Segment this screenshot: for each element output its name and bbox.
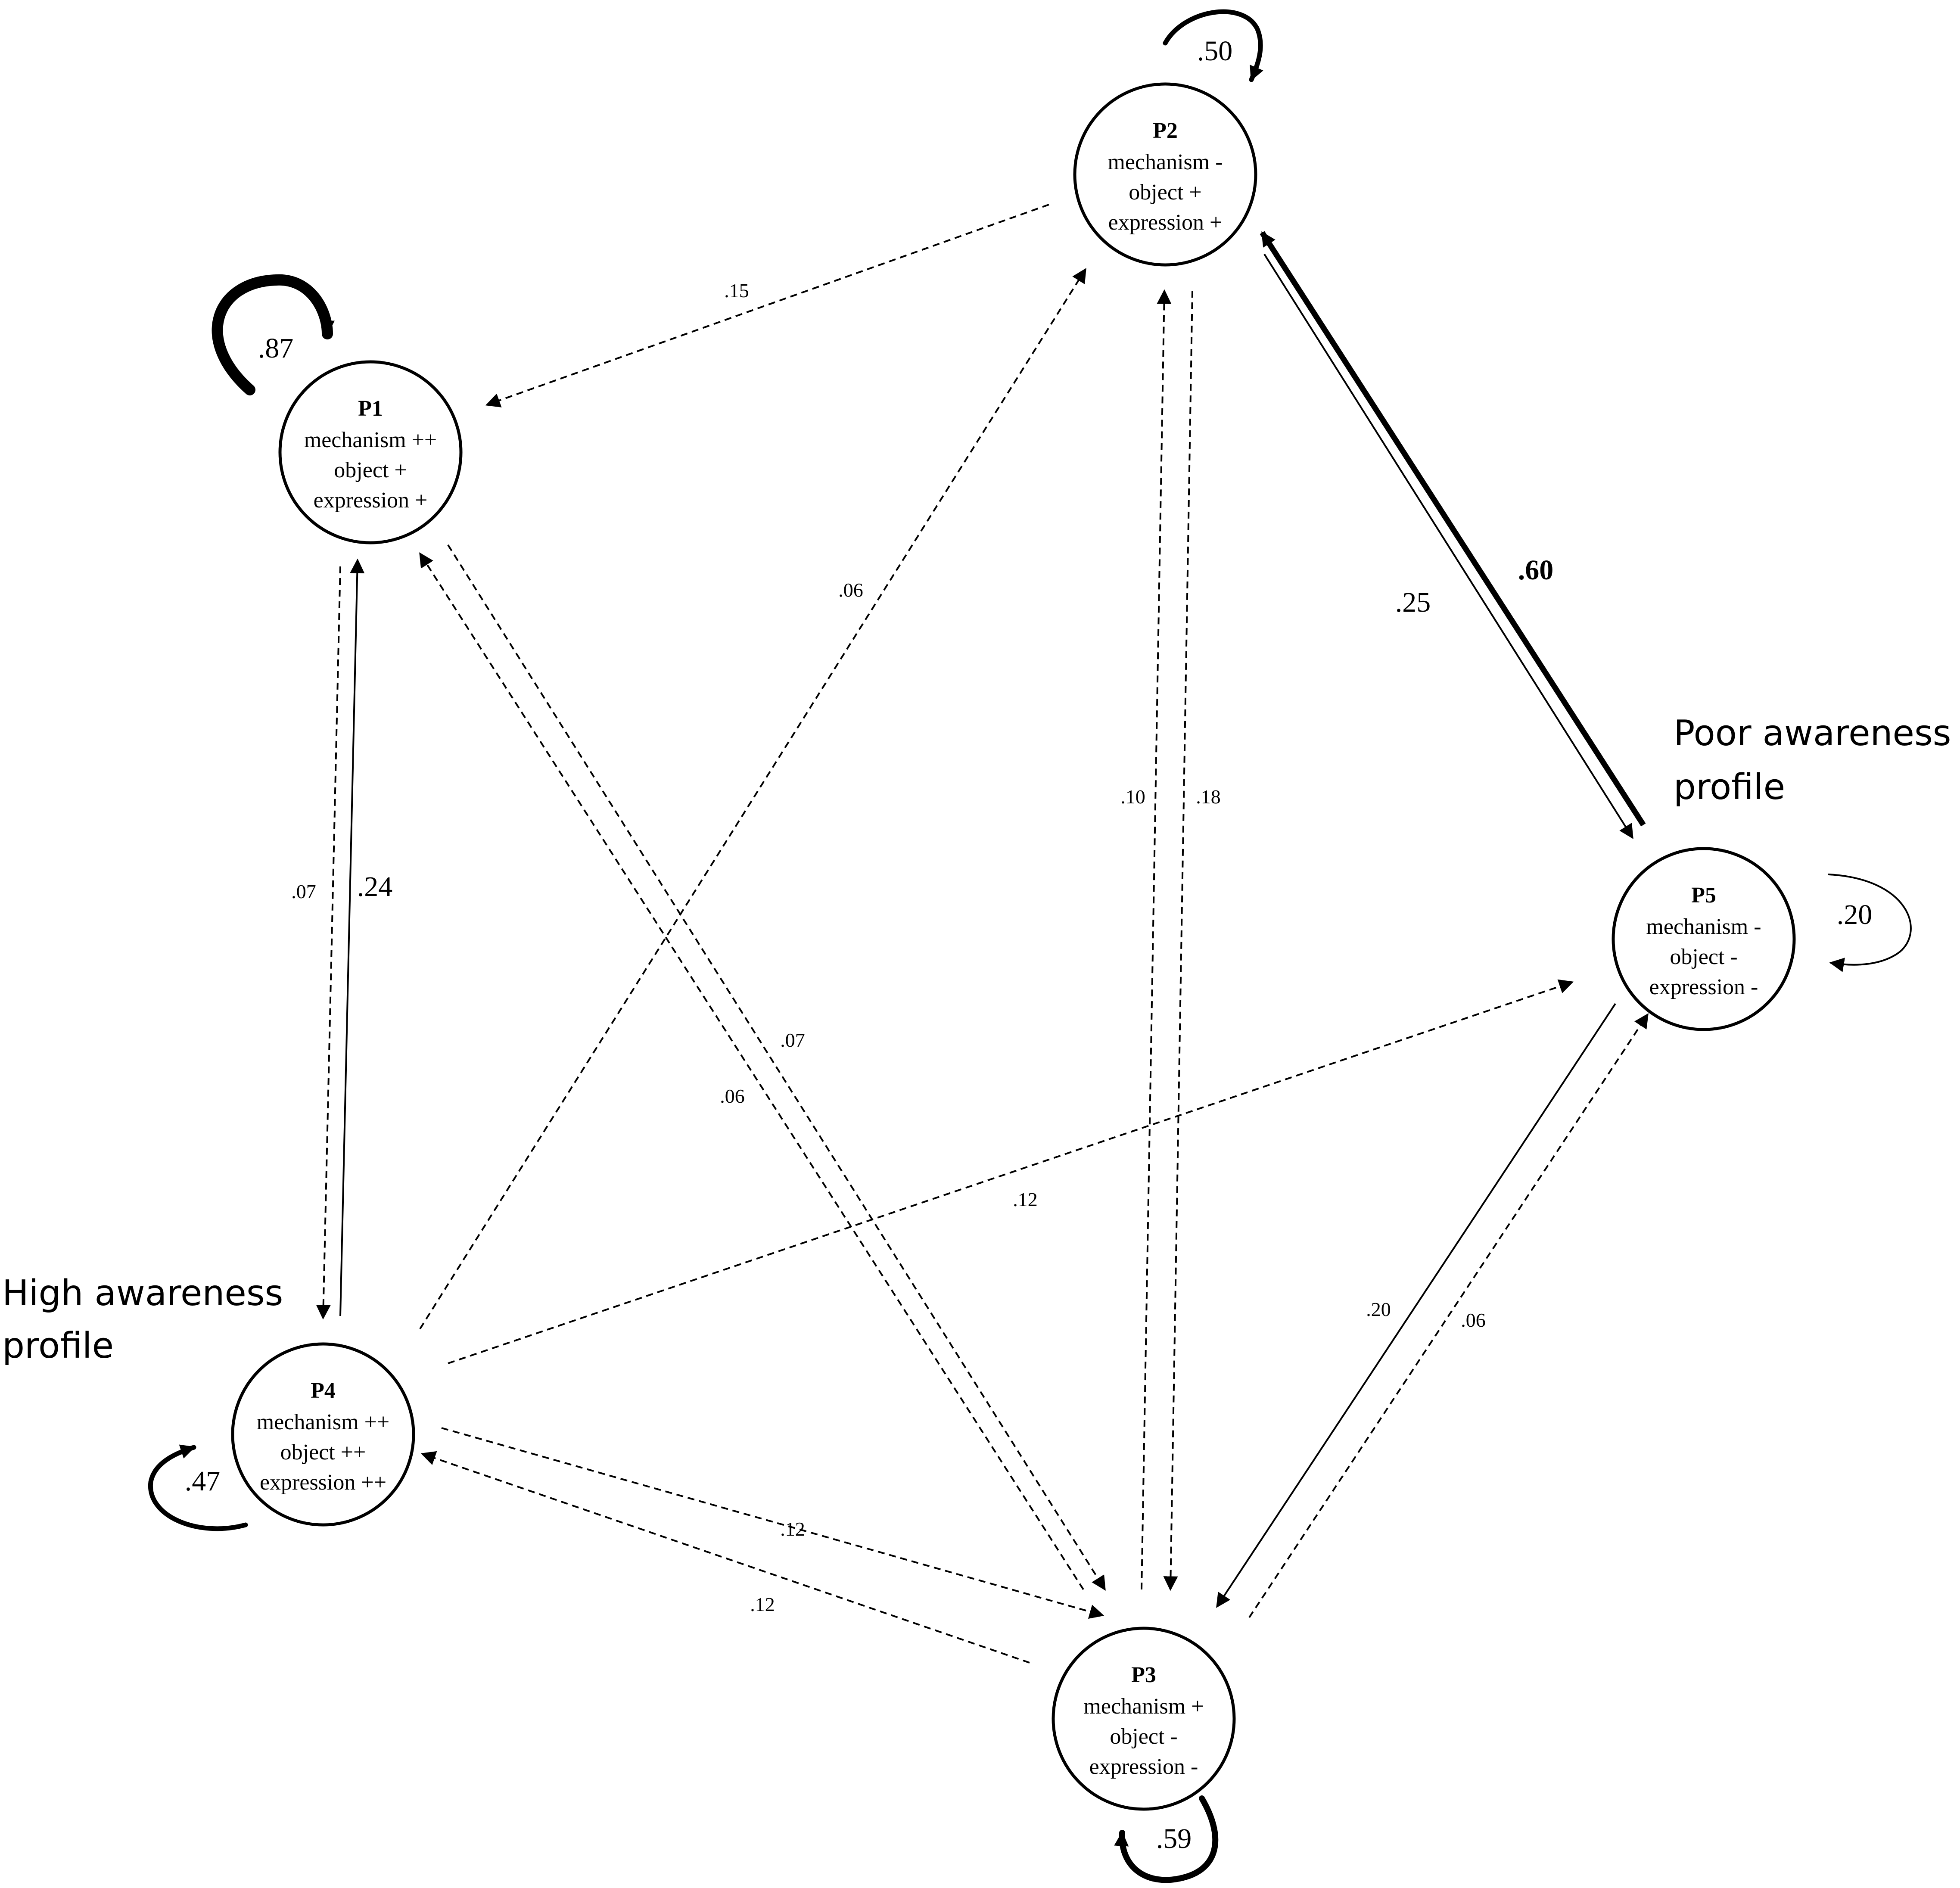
edge-label-p3-to-p5: .06 bbox=[1461, 1309, 1486, 1331]
high-awareness-label: High awareness profile bbox=[2, 1273, 294, 1366]
edge-p2-to-p5 bbox=[1263, 253, 1633, 839]
high-awareness-label-line-1: High awareness bbox=[2, 1273, 283, 1314]
node-attribute: object - bbox=[1110, 1724, 1177, 1749]
node-title: P3 bbox=[1131, 1663, 1156, 1687]
self-loop-p1 bbox=[212, 274, 335, 395]
node-attribute: expression ++ bbox=[260, 1470, 386, 1495]
edge-label-p2-to-p1: .15 bbox=[724, 280, 749, 302]
poor-awareness-label-line-1: Poor awareness bbox=[1674, 713, 1951, 754]
node-title: P5 bbox=[1691, 883, 1716, 908]
edge-label-p3-to-p2: .10 bbox=[1120, 786, 1145, 808]
edge-label-p3-to-p1: .06 bbox=[720, 1085, 745, 1107]
node-attribute: object + bbox=[1129, 180, 1201, 205]
node-attribute: expression + bbox=[1108, 210, 1223, 235]
edge-p3-to-p4 bbox=[420, 1451, 1030, 1664]
self-loops bbox=[148, 9, 1912, 1883]
edge-p1-to-p3 bbox=[447, 544, 1106, 1591]
node-attribute: mechanism - bbox=[1108, 150, 1223, 174]
edge-label-p4-to-p1: .24 bbox=[357, 871, 393, 902]
node-attribute: mechanism ++ bbox=[257, 1410, 389, 1434]
transition-labels: .15 .06 .10 .18 .25 .60 .07 .24 .07 .06 .12 .12 .12.… bbox=[185, 35, 1873, 1854]
self-loop-label-p2: .50 bbox=[1197, 35, 1233, 67]
profile-nodes: P1 mechanism ++ object + expression + P2 mech… bbox=[231, 82, 1796, 1811]
edge-p5-to-p3 bbox=[1216, 1003, 1616, 1608]
edge-label-p3-to-p4: .12 bbox=[750, 1593, 775, 1615]
edge-label-p1-to-p4: .07 bbox=[291, 880, 316, 902]
poor-awareness-label-line-2: profile bbox=[1674, 767, 1785, 808]
node-circle-p5 bbox=[1612, 847, 1796, 1031]
edge-label-p4-to-p2: .06 bbox=[838, 579, 863, 601]
edge-label-p2-to-p3: .18 bbox=[1196, 786, 1221, 808]
node-attribute: object - bbox=[1670, 945, 1737, 969]
self-loop-label-p4: .47 bbox=[185, 1465, 221, 1497]
edge-p4-to-p3 bbox=[441, 1427, 1104, 1619]
edge-label-p5-to-p2: .60 bbox=[1518, 554, 1554, 586]
node-p5: P5 mechanism - object - expression - bbox=[1612, 847, 1796, 1031]
edge-p4-to-p5 bbox=[448, 979, 1574, 1364]
node-title: P1 bbox=[358, 396, 383, 421]
node-circle-p3 bbox=[1052, 1627, 1236, 1811]
poor-awareness-label: Poor awareness profile bbox=[1674, 713, 1960, 808]
node-attribute: mechanism - bbox=[1646, 914, 1761, 939]
node-title: P4 bbox=[311, 1378, 336, 1403]
node-circle-p4 bbox=[231, 1342, 415, 1527]
node-attribute: object ++ bbox=[280, 1440, 366, 1465]
self-loop-label-p5: .20 bbox=[1837, 899, 1873, 930]
node-p1: P1 mechanism ++ object + expression + bbox=[278, 360, 463, 544]
edge-p3-to-p2 bbox=[1141, 289, 1172, 1590]
high-awareness-label-line-2: profile bbox=[2, 1325, 114, 1366]
edge-p3-to-p5 bbox=[1248, 1013, 1649, 1618]
node-circle-p2 bbox=[1073, 82, 1257, 267]
edge-p1-to-p4 bbox=[316, 566, 341, 1320]
self-loop-label-p3: .59 bbox=[1156, 1823, 1192, 1854]
self-loop-label-p1: .87 bbox=[258, 333, 294, 364]
edge-p3-to-p1 bbox=[419, 552, 1084, 1590]
node-attribute: mechanism + bbox=[1083, 1694, 1204, 1719]
self-loop-p2 bbox=[1163, 9, 1263, 82]
node-attribute: expression - bbox=[1649, 975, 1758, 999]
node-attribute: object + bbox=[334, 458, 407, 482]
edge-p5-to-p2 bbox=[1260, 231, 1646, 827]
node-p4: P4 mechanism ++ object ++ expression ++ bbox=[231, 1342, 415, 1527]
edge-label-p2-to-p5: .25 bbox=[1395, 587, 1431, 618]
edge-label-p4-to-p3: .12 bbox=[780, 1518, 805, 1540]
node-p3: P3 mechanism + object - expression - bbox=[1052, 1627, 1236, 1811]
edge-p4-to-p1 bbox=[339, 558, 365, 1316]
self-loop-p4 bbox=[148, 1444, 248, 1531]
edge-p4-to-p2 bbox=[419, 268, 1086, 1330]
self-loop-p3 bbox=[1114, 1795, 1219, 1883]
node-circle-p1 bbox=[278, 360, 463, 544]
node-title: P2 bbox=[1153, 118, 1178, 143]
edge-label-p4-to-p5: .12 bbox=[1013, 1188, 1038, 1210]
edge-label-p1-to-p3: .07 bbox=[780, 1029, 805, 1051]
node-attribute: expression + bbox=[314, 488, 428, 513]
node-attribute: mechanism ++ bbox=[304, 428, 437, 452]
edge-p2-to-p1 bbox=[485, 204, 1049, 407]
self-loop-p5 bbox=[1828, 874, 1912, 972]
node-attribute: expression - bbox=[1089, 1754, 1198, 1779]
transition-edges bbox=[316, 204, 1649, 1664]
node-p2: P2 mechanism - object + expression + bbox=[1073, 82, 1257, 267]
edge-p2-to-p3 bbox=[1163, 290, 1193, 1591]
edge-label-p5-to-p3: .20 bbox=[1366, 1298, 1391, 1320]
